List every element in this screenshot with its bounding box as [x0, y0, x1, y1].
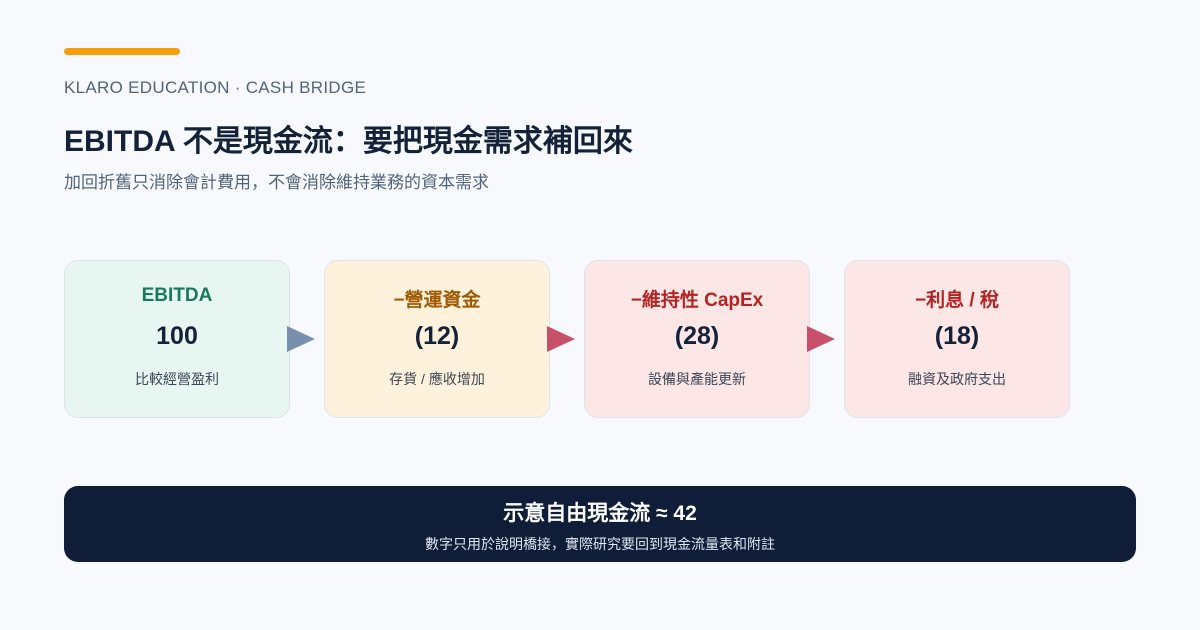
step-maintenance-capex: −維持性 CapEx (28) 設備與產能更新: [584, 260, 810, 418]
step-ebitda: EBITDA 100 比較經營盈利: [64, 260, 290, 418]
page-subtitle: 加回折舊只消除會計費用，不會消除維持業務的資本需求: [64, 173, 489, 192]
arrow-right-icon: [547, 326, 575, 352]
arrow-shape: [547, 326, 575, 352]
eyebrow-label: KLARO EDUCATION · CASH BRIDGE: [64, 78, 367, 97]
step-label: −營運資金: [393, 290, 481, 311]
arrow-right-icon: [807, 326, 835, 352]
step-value: (18): [934, 322, 980, 350]
arrow-right-icon: [287, 326, 315, 352]
step-note: 比較經營盈利: [135, 371, 219, 387]
arrow-shape: [287, 326, 315, 352]
step-note: 融資及政府支出: [908, 371, 1006, 387]
arrow-shape: [807, 326, 835, 352]
result-title: 示意自由現金流 ≈ 42: [503, 502, 697, 525]
step-label: −維持性 CapEx: [630, 290, 764, 311]
free-cash-flow-result: 示意自由現金流 ≈ 42 數字只用於說明橋接，實際研究要回到現金流量表和附註: [64, 486, 1136, 562]
accent-bar: [64, 48, 180, 55]
step-interest-tax: −利息 / 稅 (18) 融資及政府支出: [844, 260, 1070, 418]
step-label: EBITDA: [141, 285, 213, 306]
result-note: 數字只用於說明橋接，實際研究要回到現金流量表和附註: [425, 536, 775, 552]
step-value: (28): [674, 322, 720, 350]
step-value: (12): [414, 322, 460, 350]
step-working-capital: −營運資金 (12) 存貨 / 應收增加: [324, 260, 550, 418]
step-value: 100: [156, 322, 198, 350]
step-note: 存貨 / 應收增加: [389, 371, 485, 387]
step-label: −利息 / 稅: [915, 290, 999, 311]
page-title: EBITDA 不是現金流：要把現金需求補回來: [64, 125, 633, 158]
step-note: 設備與產能更新: [648, 371, 746, 387]
